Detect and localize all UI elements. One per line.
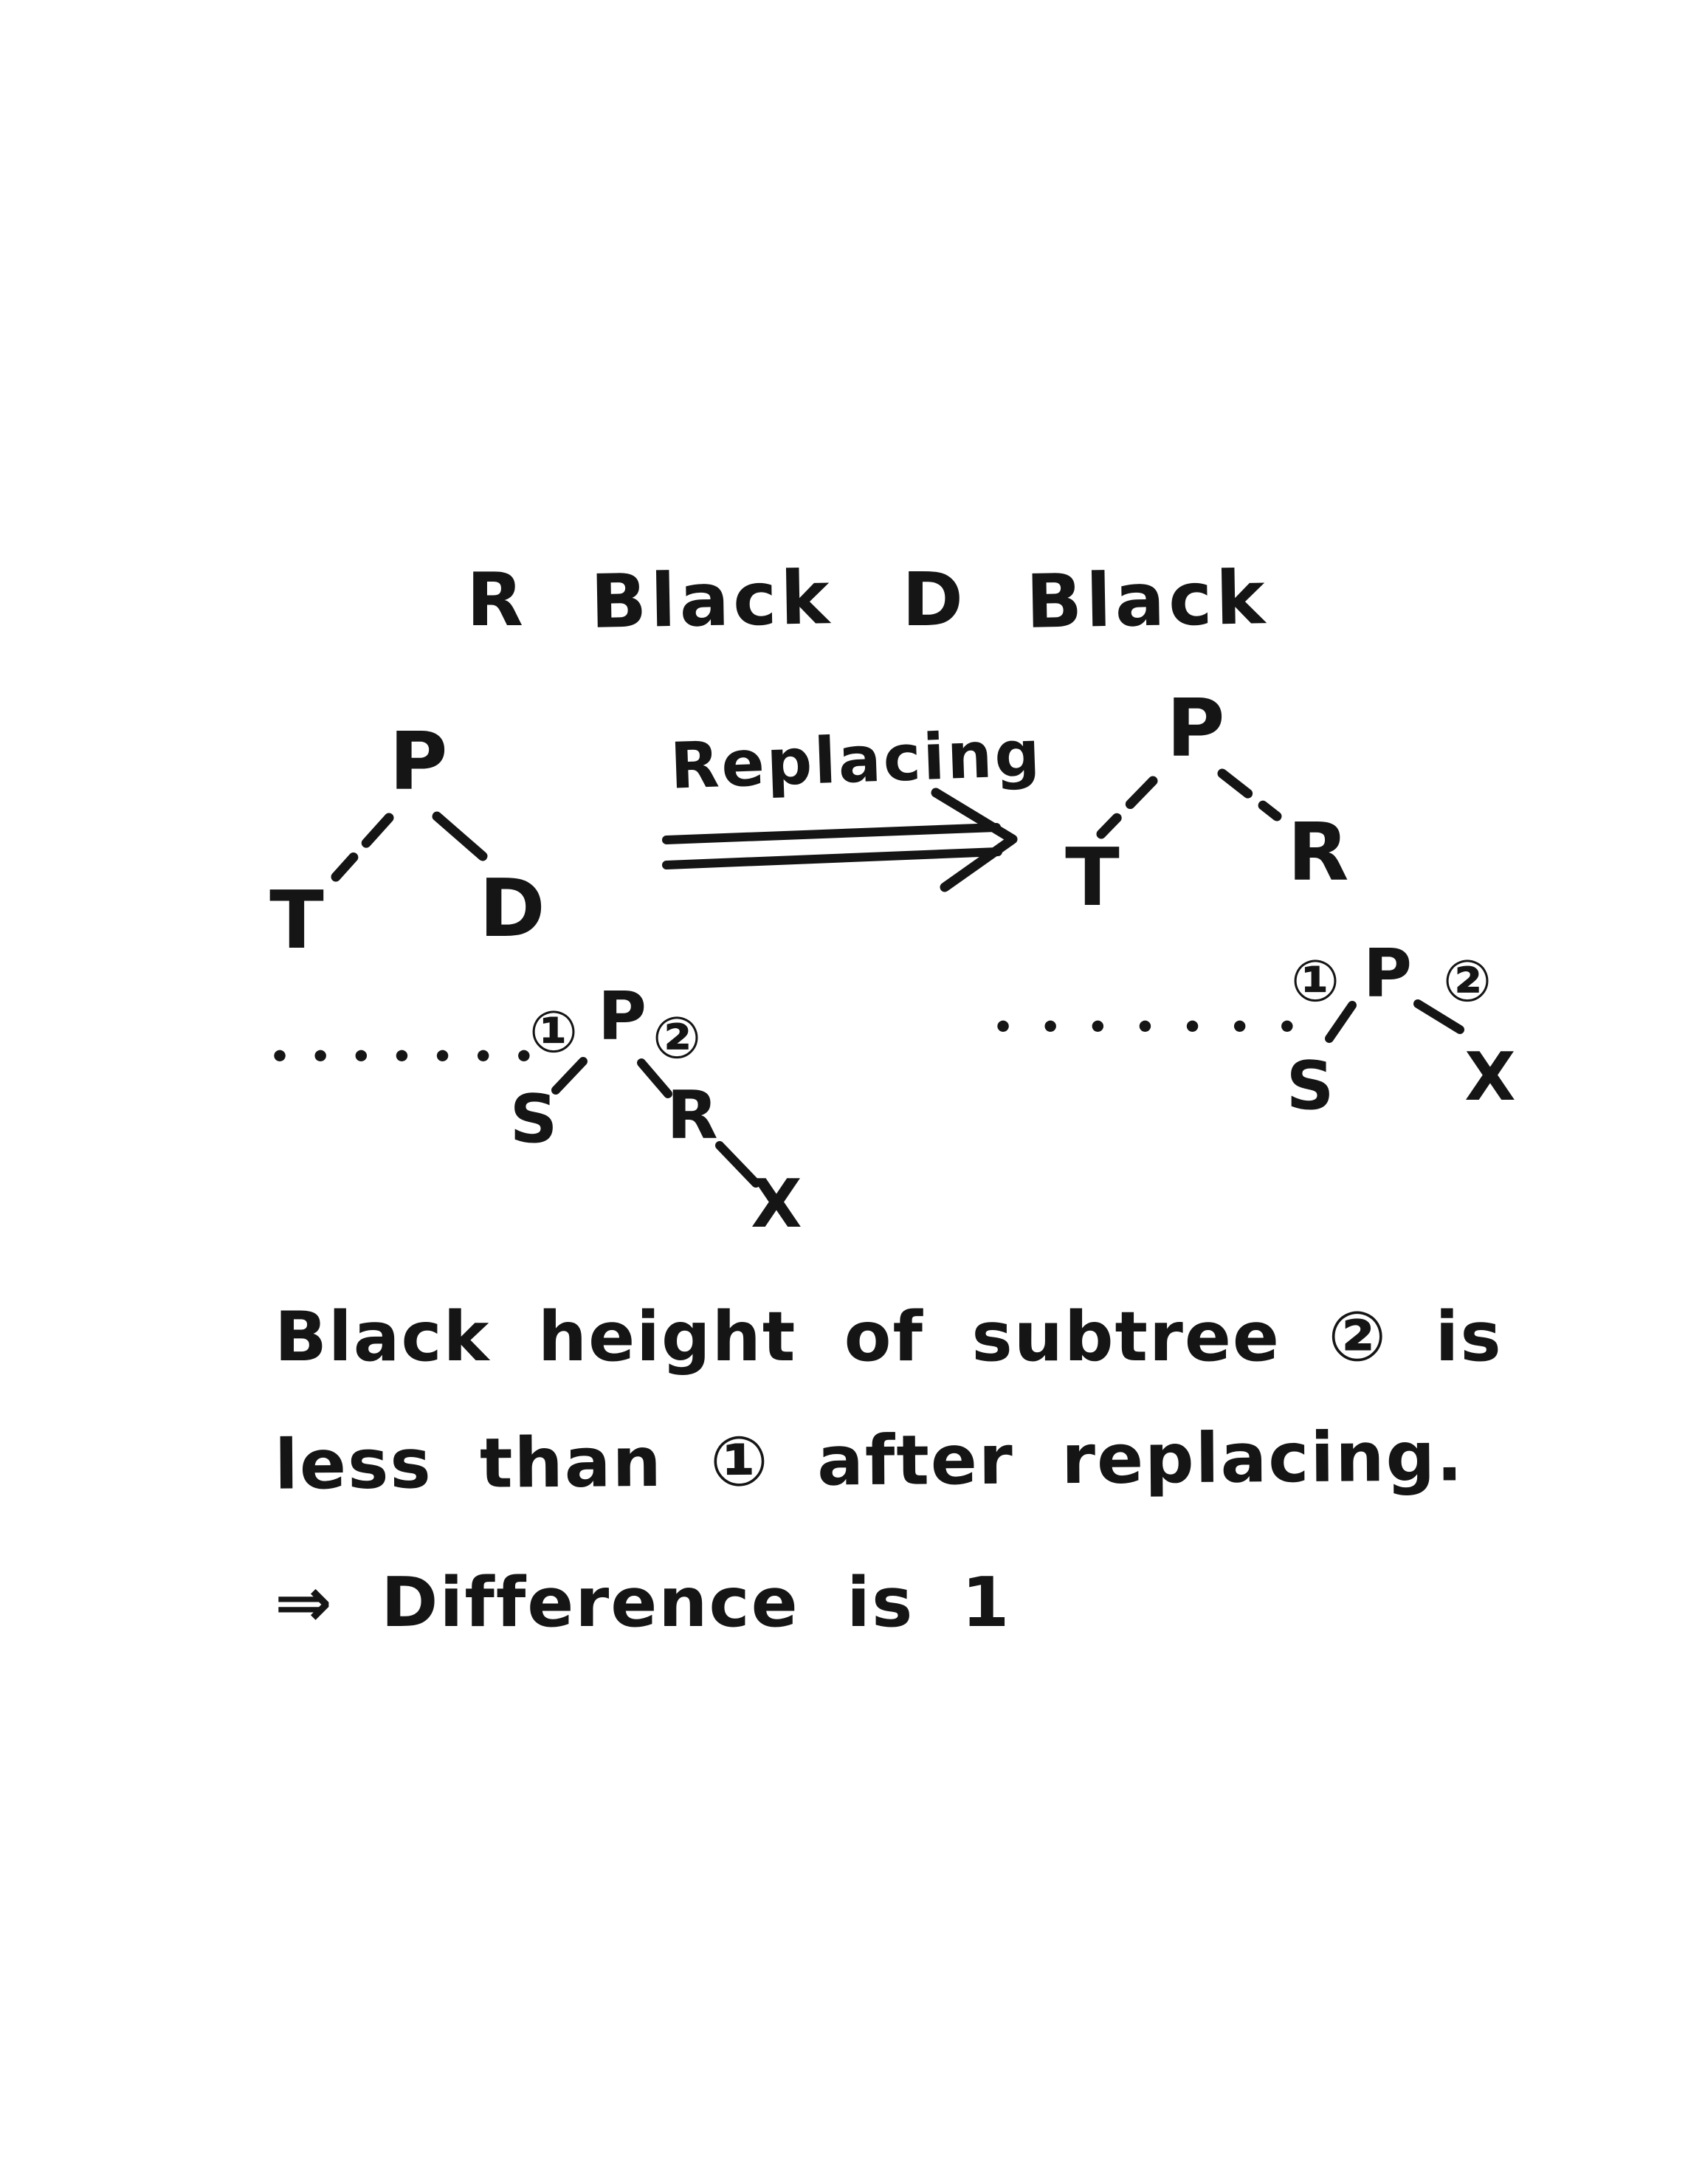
edge-before-root-right [432,811,488,861]
after-tree-left-t: T [1065,832,1120,924]
subtree-after-right-x: X [1464,1038,1516,1116]
title-word-black1: Black [589,554,834,645]
edge-subtree-before-right [637,1058,672,1098]
note-line-1: Black height of subtree ② is [275,1297,1503,1377]
edge-after-root-right [1217,768,1282,821]
note-line-2: less than ① after replacing. [274,1416,1464,1505]
title-word-d: D [902,557,968,643]
subtree-after-left-s: S [1286,1047,1334,1125]
after-tree-right-r: R [1287,807,1349,899]
subtree-before-circled-1: ① [528,999,579,1066]
subtree-before-left-s: S [509,1081,558,1158]
edge-subtree-before-grandchild [715,1141,760,1188]
before-tree-root-p: P [389,716,448,808]
before-tree-left-t: T [269,875,324,967]
subtree-before-grandchild-x: X [751,1165,802,1243]
edge-subtree-before-left [551,1057,588,1095]
edge-before-root-left [331,813,394,882]
subtree-before-root-p: P [598,978,647,1055]
note-line-3: ⇒ Difference is 1 [275,1563,1011,1642]
subtree-after-circled-1: ① [1290,948,1340,1015]
replace-arrow-bottom-line [662,847,1002,869]
replace-arrow-top-line [662,823,1001,844]
after-tree-root-p: P [1166,683,1225,775]
replace-arrow-head [931,788,1018,892]
ellipsis-dots-after: ••••••• [993,1008,1324,1047]
subtree-after-circled-2: ② [1442,948,1492,1015]
ellipsis-dots-before: ••••••• [269,1038,554,1076]
title-word-r: R [466,557,528,643]
subtree-before-circled-2: ② [652,1005,702,1072]
title-word-black2: Black [1024,554,1270,645]
edge-subtree-after-left [1325,1001,1357,1043]
before-tree-right-d: D [479,863,545,955]
edge-subtree-after-right [1413,999,1464,1034]
subtree-before-right-r: R [666,1077,718,1154]
replace-arrow-label: Replacing [669,717,1044,804]
subtree-after-root-p: P [1363,935,1412,1013]
edge-after-root-left [1096,776,1158,839]
